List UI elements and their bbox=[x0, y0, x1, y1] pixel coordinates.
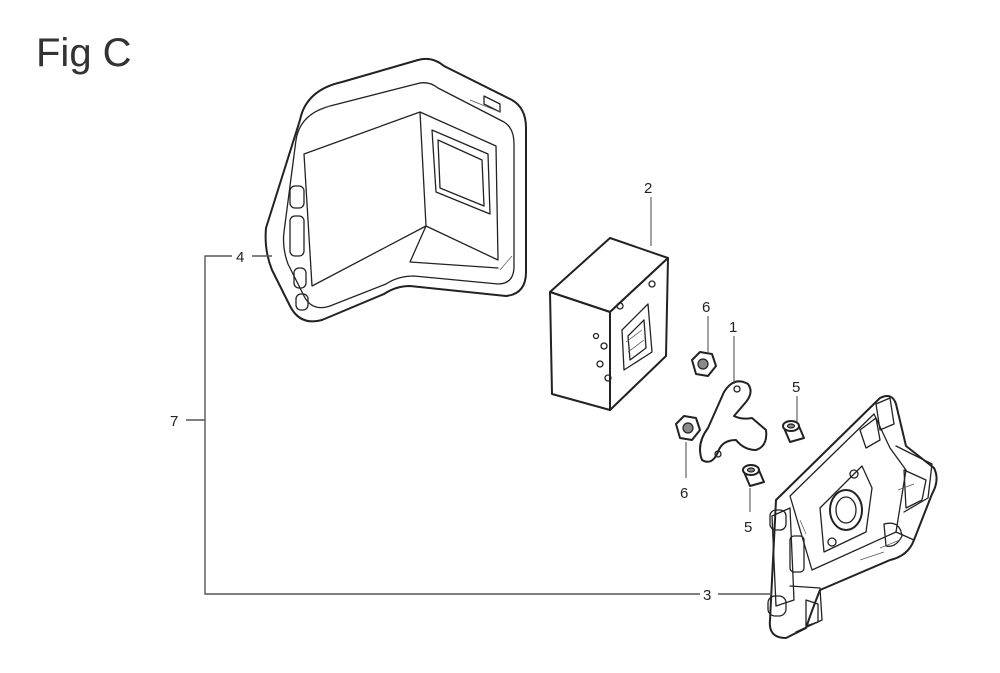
callout-2: 2 bbox=[644, 180, 652, 197]
part-4-air-cleaner-cover bbox=[264, 57, 527, 323]
figure-title: Fig C bbox=[36, 31, 132, 75]
callout-5-lower: 5 bbox=[744, 519, 752, 536]
callout-6-upper: 6 bbox=[702, 299, 710, 316]
part-3-air-cleaner-case bbox=[767, 395, 938, 639]
part-2-air-filter bbox=[549, 237, 669, 411]
part-5-collar-lower bbox=[742, 464, 765, 487]
part-5-collar-upper bbox=[782, 420, 805, 443]
callout-4: 4 bbox=[236, 249, 244, 266]
part-1-plate bbox=[699, 380, 768, 463]
callout-1: 1 bbox=[729, 319, 737, 336]
part-6-nut-lower bbox=[675, 415, 701, 441]
bracket-line-7 bbox=[204, 255, 700, 595]
callout-7: 7 bbox=[170, 413, 178, 430]
callout-5-upper: 5 bbox=[792, 379, 800, 396]
part-6-nut-upper bbox=[691, 351, 717, 377]
callout-6-lower: 6 bbox=[680, 485, 688, 502]
callout-3: 3 bbox=[703, 587, 711, 604]
